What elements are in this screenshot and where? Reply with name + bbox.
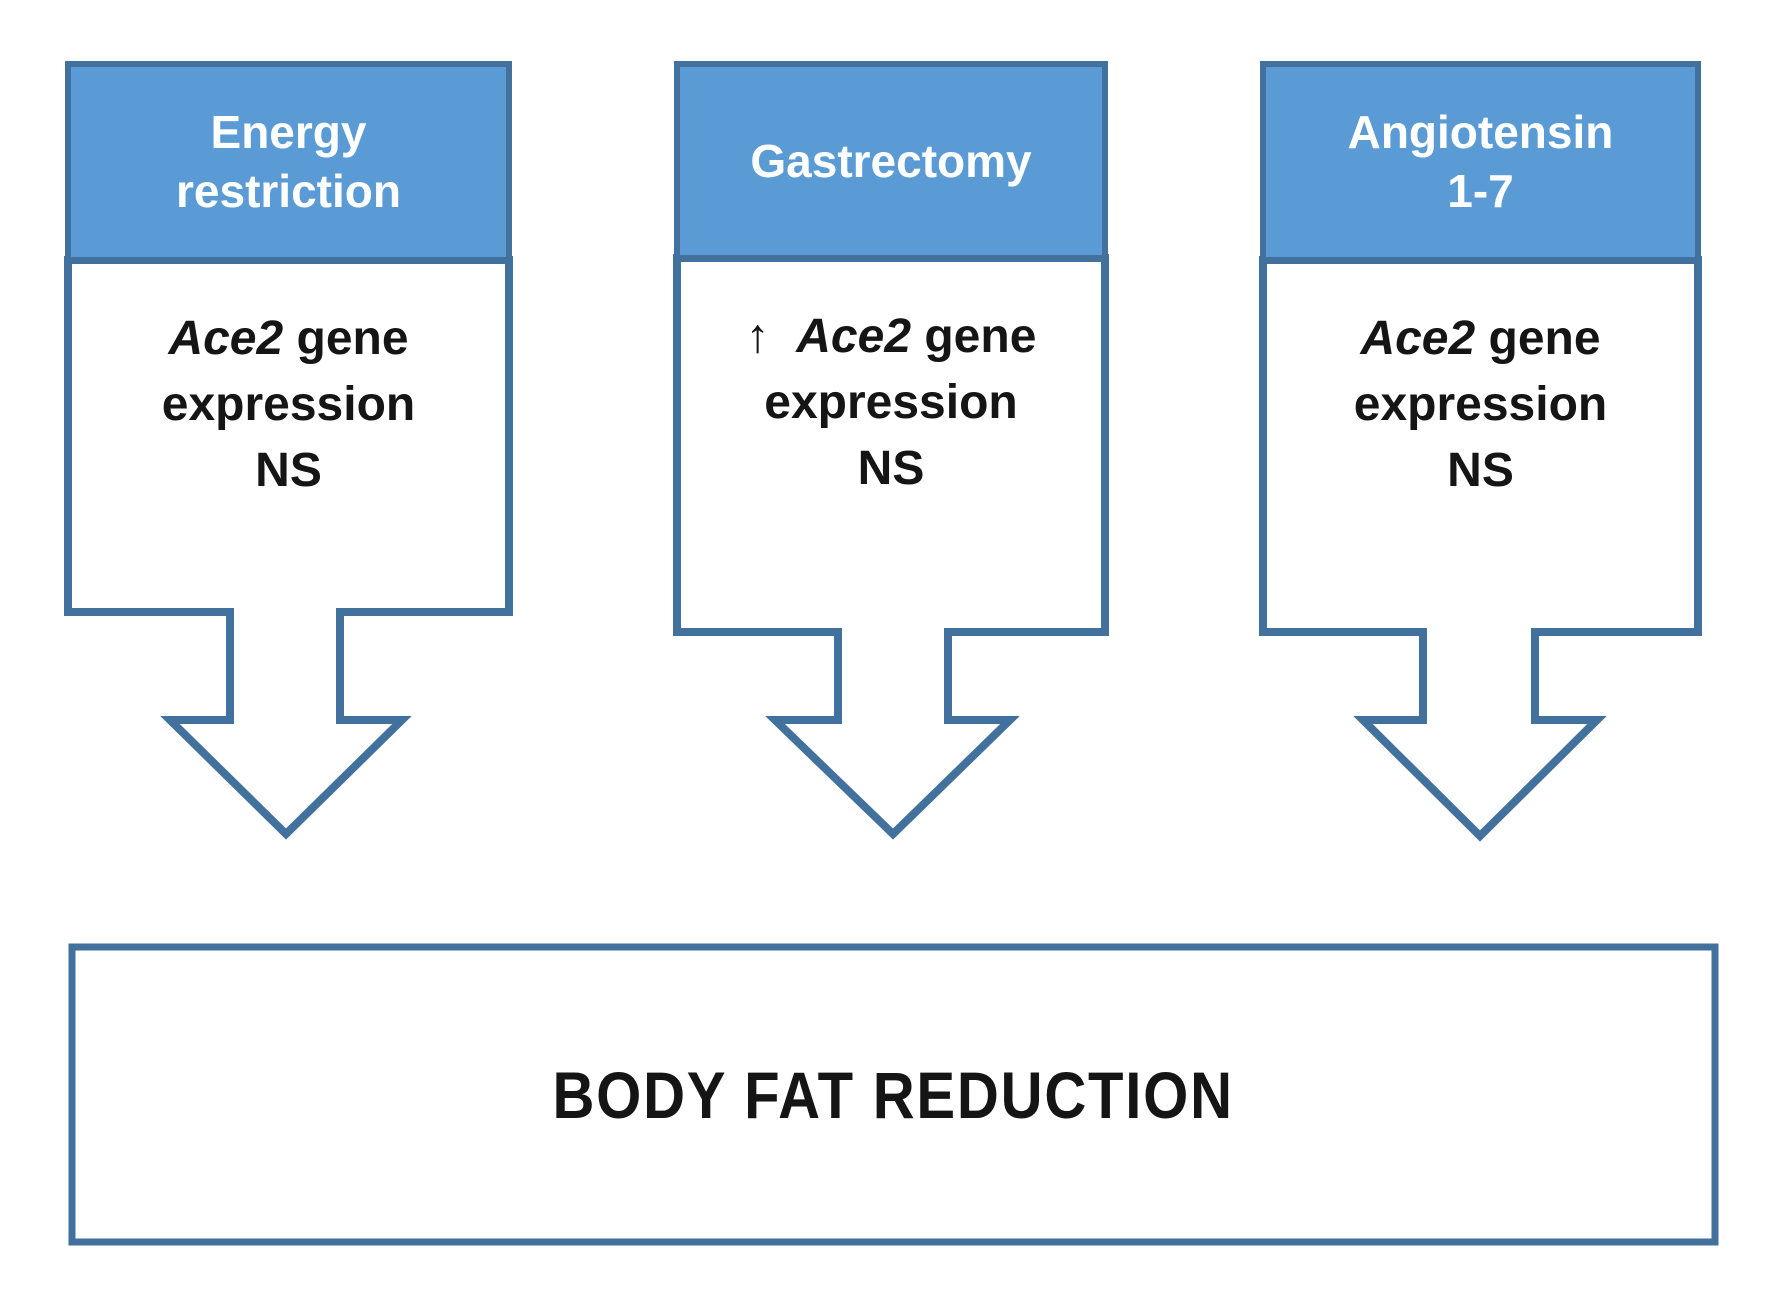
header-box-energy-restriction xyxy=(65,61,512,263)
body-line-3: NS xyxy=(1447,444,1514,497)
result-label: BODY FAT REDUCTION xyxy=(552,1057,1235,1132)
body-line-1-rest: gene xyxy=(283,312,409,365)
body-line-2: expression xyxy=(161,378,416,431)
header-title-text: Energy restriction xyxy=(176,106,401,217)
body-line-2: expression xyxy=(764,376,1018,429)
body-line-2: expression xyxy=(1353,378,1608,431)
header-title-angiotensin: Angiotensin 1-7 xyxy=(1263,64,1698,260)
header-title-text: Gastrectomy xyxy=(750,134,1032,187)
header-title-text: Angiotensin 1-7 xyxy=(1347,106,1614,217)
result-label-area: BODY FAT REDUCTION xyxy=(72,947,1715,1242)
body-line-1: Ace2 gene xyxy=(68,306,509,372)
gene-name: Ace2 xyxy=(796,310,912,363)
body-line-3: NS xyxy=(857,442,925,495)
body-and-down-arrow-shape-energy-restriction xyxy=(64,256,513,840)
body-line-1-rest: gene xyxy=(911,310,1037,363)
body-line-1: ↑ Ace2 gene xyxy=(677,304,1105,370)
header-box-gastrectomy xyxy=(674,61,1108,261)
body-and-down-arrow-shape-gastrectomy xyxy=(673,254,1109,840)
body-text-energy-restriction: Ace2 gene expression NS xyxy=(68,260,509,612)
body-and-down-arrow-shape-angiotensin xyxy=(1259,256,1702,842)
header-title-energy-restriction: Energy restriction xyxy=(68,64,509,260)
up-arrow-prefix: ↑ xyxy=(745,310,797,363)
body-line-1: Ace2 gene xyxy=(1263,306,1698,372)
body-text-gastrectomy: ↑ Ace2 gene expression NS xyxy=(677,258,1105,632)
body-line-1-rest: gene xyxy=(1475,312,1601,365)
header-title-gastrectomy: Gastrectomy xyxy=(677,64,1105,258)
body-line-3: NS xyxy=(255,444,322,497)
gene-name: Ace2 xyxy=(168,312,284,365)
result-box xyxy=(68,943,1719,1246)
header-box-angiotensin xyxy=(1260,61,1701,263)
body-text-angiotensin: Ace2 gene expression NS xyxy=(1263,260,1698,632)
gene-name: Ace2 xyxy=(1360,312,1476,365)
